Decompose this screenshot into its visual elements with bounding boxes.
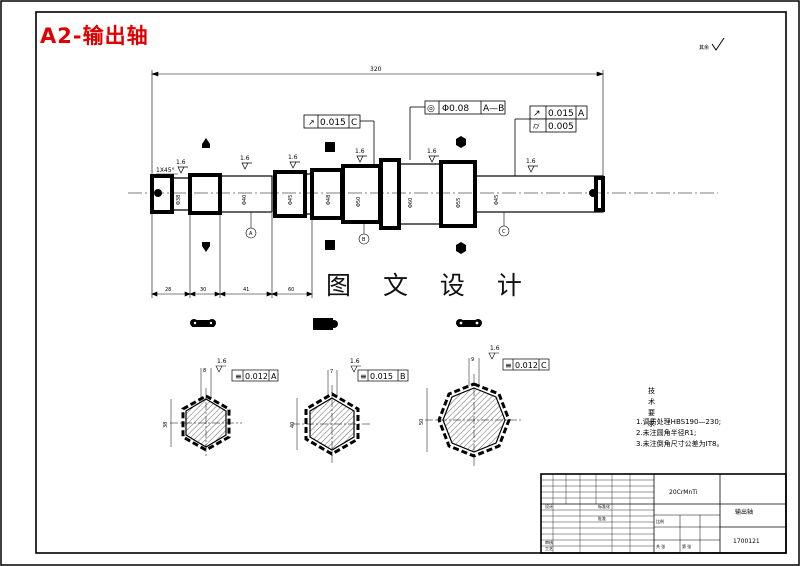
gdt2-value: Φ0.08 xyxy=(442,104,469,114)
gdt2-symbol: ◎ xyxy=(427,104,435,114)
svg-text:0.015: 0.015 xyxy=(370,372,393,381)
title-block-text: 20CrMnTi 输出轴 1700121 设计 审核 工艺 标准化 批准 比例 … xyxy=(545,489,760,551)
svg-text:Φ48: Φ48 xyxy=(326,195,332,205)
svg-text:20CrMnTi: 20CrMnTi xyxy=(669,489,698,496)
svg-text:批准: 批准 xyxy=(598,515,606,521)
svg-text:B: B xyxy=(400,372,406,381)
svg-text:Φ40: Φ40 xyxy=(242,195,248,205)
section-view-2: 40 7 1.6 ≡ 0.015 B xyxy=(290,358,409,463)
svg-text:≡: ≡ xyxy=(235,372,242,381)
section-view-3: 50 9 1.6 ≡ 0.012 C xyxy=(419,345,550,466)
svg-text:1700121: 1700121 xyxy=(733,538,760,545)
svg-text:C: C xyxy=(502,229,506,235)
center-hole-right xyxy=(589,189,597,197)
svg-text:1.6: 1.6 xyxy=(427,148,437,155)
chamfer-callout: 1X45° xyxy=(156,167,178,175)
tech-req-item: 1.调质处理HBS190—230; xyxy=(636,418,722,426)
svg-text:设计: 设计 xyxy=(545,503,553,509)
gdt1-datum: C xyxy=(351,118,357,128)
roughness-values: 1.6 1.6 1.6 1.6 1.6 1.6 xyxy=(176,148,536,166)
svg-text:0.012: 0.012 xyxy=(515,361,538,370)
svg-text:60: 60 xyxy=(288,287,294,293)
svg-text:≡: ≡ xyxy=(505,361,512,370)
gdt3-datum: A xyxy=(578,109,585,119)
svg-text:标准化: 标准化 xyxy=(598,503,610,509)
key-view-glyphs xyxy=(190,318,482,330)
svg-text:1.6: 1.6 xyxy=(490,345,500,352)
svg-text:8: 8 xyxy=(203,368,206,374)
gdt3-symbol: ↗ xyxy=(533,109,541,119)
svg-text:0.012: 0.012 xyxy=(245,372,268,381)
surface-roughness-symbols xyxy=(177,155,538,174)
gdt2-datum: A—B xyxy=(483,104,504,114)
svg-text:7: 7 xyxy=(330,369,333,375)
svg-text:1.6: 1.6 xyxy=(240,155,250,162)
svg-text:Φ50: Φ50 xyxy=(356,197,362,207)
svg-text:40: 40 xyxy=(290,422,296,428)
svg-text:30: 30 xyxy=(200,287,206,293)
gdt3-value: 0.015 xyxy=(548,109,574,119)
datum-markers xyxy=(245,212,510,245)
svg-text:Φ55: Φ55 xyxy=(456,198,462,208)
svg-text:Φ38: Φ38 xyxy=(176,195,182,205)
tech-req-item: 3.未注倒角尺寸公差为IT8。 xyxy=(636,440,724,448)
gdt-frame-runout-a xyxy=(514,105,588,176)
svg-text:1.6: 1.6 xyxy=(176,159,186,166)
svg-text:Φ45: Φ45 xyxy=(494,195,500,205)
svg-text:320: 320 xyxy=(370,66,382,73)
svg-text:1.6: 1.6 xyxy=(217,358,227,365)
svg-text:工艺: 工艺 xyxy=(545,546,553,551)
svg-text:1.6: 1.6 xyxy=(350,358,360,365)
drawing-title-banner: A2-输出轴 xyxy=(40,24,149,48)
datum-letters: A B C xyxy=(249,229,506,243)
svg-text:C: C xyxy=(541,361,547,370)
svg-text:1.6: 1.6 xyxy=(526,158,536,165)
gdt4-value: 0.005 xyxy=(548,122,574,132)
svg-text:Φ60: Φ60 xyxy=(408,198,414,208)
svg-text:A: A xyxy=(271,372,277,381)
gdt1-symbol: ↗ xyxy=(308,118,315,127)
general-roughness-note: 其余 xyxy=(699,37,725,51)
svg-text:比例: 比例 xyxy=(656,518,664,524)
title-block xyxy=(540,473,787,554)
gdt-frame-runout-c xyxy=(303,114,375,166)
svg-text:50: 50 xyxy=(419,419,425,425)
svg-text:41: 41 xyxy=(243,287,249,293)
tech-req-title: 技术要求 xyxy=(648,387,661,428)
segment-length-dimensions: 28 30 41 60 xyxy=(151,212,313,298)
gdt1-value: 0.015 xyxy=(320,118,346,128)
overall-length-dimension: 320 xyxy=(151,66,604,176)
svg-text:1.6: 1.6 xyxy=(355,148,365,155)
svg-text:Φ45: Φ45 xyxy=(288,195,294,205)
svg-text:B: B xyxy=(362,237,366,243)
svg-text:A: A xyxy=(249,231,253,237)
svg-text:28: 28 xyxy=(165,287,171,293)
svg-text:≡: ≡ xyxy=(360,372,367,381)
watermark-text: 图 文 设 计 xyxy=(326,271,534,300)
svg-text:其余: 其余 xyxy=(699,44,709,51)
section-view-1: 38 8 1.6 ≡ 0.012 A xyxy=(163,358,279,458)
svg-text:输出轴: 输出轴 xyxy=(735,508,753,516)
tech-req-item: 2.未注圆角半径R1; xyxy=(636,429,697,437)
svg-text:审核: 审核 xyxy=(545,539,553,545)
diameter-labels: Φ38 Φ40 Φ45 Φ48 Φ50 Φ60 Φ55 Φ45 xyxy=(176,195,500,208)
output-shaft xyxy=(150,158,605,230)
gdt-frame-coaxiality xyxy=(409,100,506,160)
drawing-frame xyxy=(35,11,787,554)
svg-text:38: 38 xyxy=(163,422,169,428)
gdt4-symbol: ⌭ xyxy=(533,122,540,132)
svg-text:9: 9 xyxy=(471,357,474,363)
svg-text:1.6: 1.6 xyxy=(288,154,298,161)
center-hole-left xyxy=(154,189,162,197)
svg-text:共 张: 共 张 xyxy=(656,543,665,549)
svg-text:1X45°: 1X45° xyxy=(156,167,175,174)
section-markers xyxy=(202,136,466,254)
svg-text:第 张: 第 张 xyxy=(682,543,691,549)
